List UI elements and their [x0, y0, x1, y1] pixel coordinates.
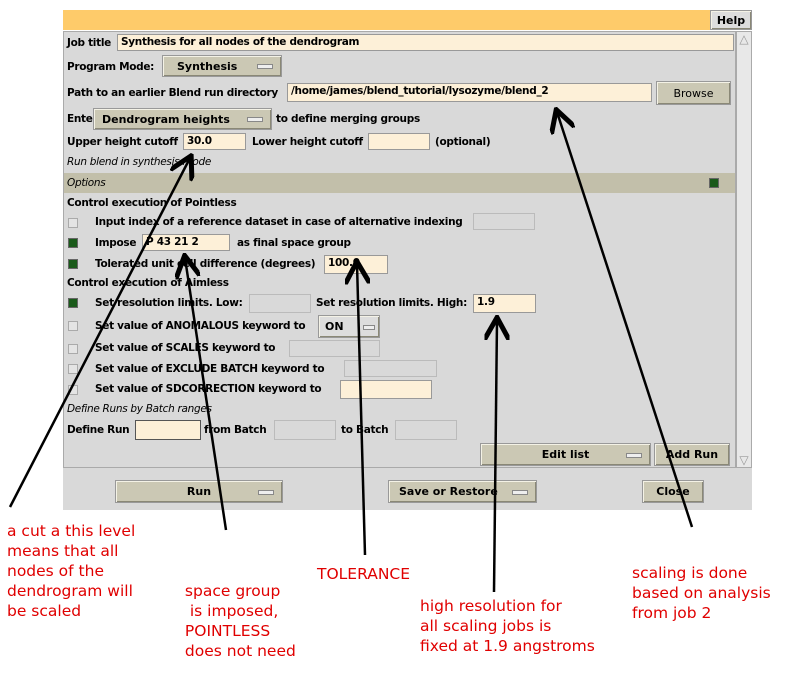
sdcorrection-input[interactable] [340, 380, 432, 399]
arrow-space-group [185, 258, 228, 531]
scrollbar[interactable]: △ ▽ [736, 31, 752, 468]
enter-value: Dendrogram heights [102, 112, 230, 126]
resolution-checkbox[interactable] [68, 298, 78, 308]
title-bar [63, 10, 710, 30]
scroll-down-icon[interactable]: ▽ [739, 453, 749, 467]
add-run-button[interactable]: Add Run [654, 443, 730, 466]
save-restore-button[interactable]: Save or Restore [388, 480, 537, 503]
impose-suffix: as final space group [237, 237, 351, 249]
options-header[interactable] [64, 173, 735, 193]
edit-list-label: Edit list [541, 448, 590, 461]
options-title: Options [67, 177, 106, 189]
space-group-input[interactable]: P 43 21 2 [142, 234, 230, 251]
scales-checkbox[interactable] [68, 344, 78, 354]
path-input[interactable]: /home/james/blend_tutorial/lysozyme/blen… [287, 83, 652, 102]
res-low-label: Set resolution limits. Low: [95, 297, 243, 309]
run-label: Run [186, 485, 212, 498]
help-label: Help [716, 13, 746, 27]
input-index-label: Input index of a reference dataset in ca… [95, 216, 463, 228]
input-index-input[interactable] [473, 213, 535, 230]
enter-select[interactable]: Dendrogram heights [93, 108, 272, 130]
program-mode-value: Synthesis [177, 59, 238, 73]
exclude-batch-checkbox[interactable] [68, 364, 78, 374]
dropdown-icon [363, 324, 375, 330]
arrow-cut [8, 158, 190, 508]
input-index-checkbox[interactable] [68, 218, 78, 228]
arrow-scaling [557, 112, 694, 528]
res-high-label: Set resolution limits. High: [316, 297, 467, 309]
scales-label: Set value of SCALES keyword to [95, 342, 276, 354]
enter-label: Enter [67, 113, 98, 125]
tolerance-label: Tolerated unit cell difference (degrees) [95, 258, 316, 270]
lower-cutoff-label: Lower height cutoff [252, 136, 363, 148]
impose-checkbox[interactable] [68, 238, 78, 248]
program-mode-select[interactable]: Synthesis [162, 55, 282, 77]
anomalous-value: ON [325, 320, 344, 333]
arrow-resolution [494, 320, 497, 593]
optional-label: (optional) [435, 136, 491, 148]
exclude-batch-input[interactable] [344, 360, 437, 377]
arrow-tolerance [357, 264, 365, 556]
to-batch-input[interactable] [395, 420, 457, 440]
from-batch-input[interactable] [274, 420, 336, 440]
job-title-label: Job title [67, 37, 111, 49]
define-run-label: Define Run [67, 424, 130, 436]
enter-suffix: to define merging groups [276, 113, 420, 125]
dropdown-icon [626, 452, 642, 458]
annotation-tolerance: TOLERANCE [317, 565, 411, 583]
dropdown-icon [257, 64, 273, 69]
from-batch-label: from Batch [204, 424, 267, 436]
anomalous-label: Set value of ANOMALOUS keyword to [95, 320, 306, 332]
options-toggle[interactable] [709, 178, 719, 188]
path-label: Path to an earlier Blend run directory [67, 87, 278, 99]
runs-title: Define Runs by Batch ranges [67, 403, 212, 415]
program-mode-label: Program Mode: [67, 61, 155, 73]
edit-list-select[interactable]: Edit list [480, 443, 651, 466]
run-button[interactable]: Run [115, 480, 283, 503]
add-run-label: Add Run [665, 448, 719, 461]
dropdown-icon [512, 489, 528, 495]
anomalous-checkbox[interactable] [68, 321, 78, 331]
save-restore-label: Save or Restore [399, 485, 498, 498]
browse-button[interactable]: Browse [656, 81, 731, 105]
help-button[interactable]: Help [710, 10, 752, 30]
res-high-input[interactable]: 1.9 [473, 294, 536, 313]
res-low-input[interactable] [249, 294, 311, 313]
upper-cutoff-input[interactable]: 30.0 [183, 133, 246, 150]
impose-label: Impose [95, 237, 137, 249]
sdcorrection-label: Set value of SDCORRECTION keyword to [95, 383, 322, 395]
exclude-batch-label: Set value of EXCLUDE BATCH keyword to [95, 363, 325, 375]
pointless-title: Control execution of Pointless [67, 197, 237, 209]
to-batch-label: to Batch [341, 424, 389, 436]
dropdown-icon [258, 489, 274, 495]
anomalous-select[interactable]: ON [318, 315, 380, 338]
job-title-input[interactable]: Synthesis for all nodes of the dendrogra… [117, 34, 734, 51]
upper-cutoff-label: Upper height cutoff [67, 136, 178, 148]
scroll-up-icon[interactable]: △ [739, 32, 749, 46]
dropdown-icon [247, 117, 263, 122]
annotation-space-group: space group is imposed, POINTLESS does n… [180, 582, 296, 660]
browse-label: Browse [673, 86, 714, 100]
tolerance-checkbox[interactable] [68, 259, 78, 269]
scales-input[interactable] [289, 340, 380, 357]
lower-cutoff-input[interactable] [368, 133, 430, 150]
define-run-input[interactable] [135, 420, 201, 440]
